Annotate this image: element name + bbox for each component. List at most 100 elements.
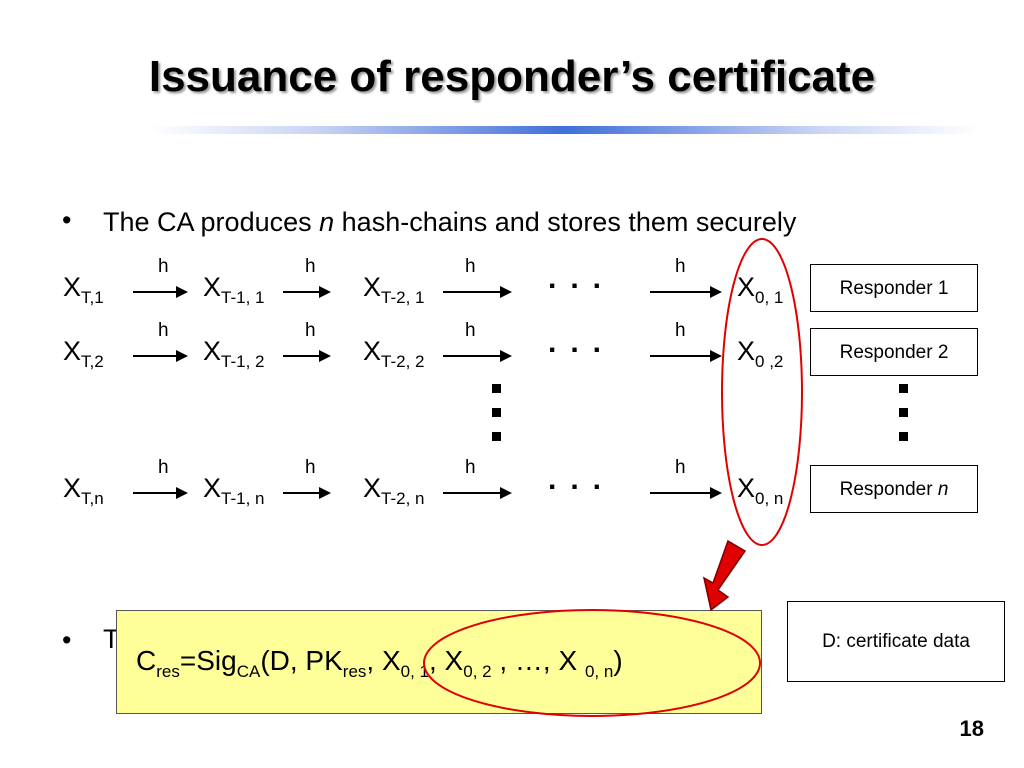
bullet-text-n: n	[319, 207, 335, 237]
formula-x: , …, X	[491, 645, 585, 676]
highlight-ellipse-x0-column	[721, 238, 803, 546]
hash-arrow	[283, 350, 331, 362]
formula-sub: 0, 2	[463, 662, 492, 681]
node-subscript: T-2, n	[381, 489, 425, 508]
hash-label: h	[305, 256, 316, 277]
node-base: X	[203, 336, 222, 366]
vertical-ellipsis-dot	[899, 408, 908, 417]
chain-node-xt1-n: XT-1, n	[203, 473, 264, 509]
title-divider	[150, 126, 980, 134]
responder-label: Responder	[839, 479, 938, 500]
node-base: X	[203, 272, 222, 302]
bullet-text-hash-chains: The CA produces n hash-chains and stores…	[103, 205, 883, 239]
formula-sub: CA	[236, 662, 261, 681]
node-base: X	[737, 473, 756, 503]
chain-node-x0-2: X0 ,2	[737, 336, 783, 372]
node-base: X	[363, 336, 382, 366]
responder-box-2: Responder 2	[810, 328, 978, 376]
hash-label: h	[158, 457, 169, 478]
chain-node-x0-1: X0, 1	[737, 272, 783, 308]
node-base: X	[63, 272, 82, 302]
chain-node-xt-2: XT,2	[63, 336, 104, 372]
node-base: X	[203, 473, 222, 503]
vertical-ellipsis-dot	[492, 384, 501, 393]
chain-ellipsis: ...	[548, 463, 616, 496]
vertical-ellipsis-dot	[492, 432, 501, 441]
node-subscript: T,2	[81, 352, 104, 371]
hash-arrow	[133, 487, 188, 499]
vertical-ellipsis-dot	[492, 408, 501, 417]
hash-arrow	[650, 487, 722, 499]
chain-node-xt2-1: XT-2, 1	[363, 272, 424, 308]
hash-label: h	[158, 256, 169, 277]
formula-x: , X	[429, 645, 464, 676]
node-subscript: T-1, n	[221, 489, 265, 508]
responder-n: n	[937, 479, 949, 500]
bullet-marker: •	[62, 625, 72, 655]
page-number: 18	[959, 716, 984, 741]
hash-label: h	[675, 457, 686, 478]
bullet-marker: •	[62, 205, 72, 235]
bullet-text-second: T	[103, 624, 120, 654]
node-subscript: 0, 1	[755, 288, 784, 307]
hash-label: h	[675, 256, 686, 277]
chain-node-xt2-2: XT-2, 2	[363, 336, 424, 372]
formula-args: (D, PK	[260, 645, 343, 676]
hash-label: h	[158, 320, 169, 341]
node-base: X	[363, 272, 382, 302]
hash-label: h	[305, 320, 316, 341]
pointer-arrow	[702, 539, 747, 612]
chain-node-x0-n: X0, n	[737, 473, 783, 509]
chain-ellipsis: ...	[548, 262, 616, 295]
node-base: X	[737, 272, 756, 302]
node-subscript: 0 ,2	[755, 352, 784, 371]
formula-sig: =Sig	[179, 645, 237, 676]
bullet-text-suffix: hash-chains and stores them securely	[334, 207, 797, 237]
formula-x: , X	[366, 645, 401, 676]
node-base: X	[63, 473, 82, 503]
certificate-formula-box	[116, 610, 762, 714]
hash-label: h	[465, 320, 476, 341]
hash-arrow	[443, 350, 512, 362]
vertical-ellipsis-dot	[899, 432, 908, 441]
node-subscript: T-2, 2	[381, 352, 425, 371]
chain-node-xt2-n: XT-2, n	[363, 473, 424, 509]
certificate-formula: Cres=SigCA(D, PKres, X0, 1, X0, 2 , …, X…	[136, 645, 623, 682]
node-base: X	[63, 336, 82, 366]
chain-node-xt-n: XT,n	[63, 473, 104, 509]
chain-node-xt1-2: XT-1, 2	[203, 336, 264, 372]
hash-label: h	[465, 457, 476, 478]
hash-label: h	[675, 320, 686, 341]
hash-arrow	[283, 487, 331, 499]
hash-arrow	[133, 286, 188, 298]
node-base: X	[737, 336, 756, 366]
node-base: X	[363, 473, 382, 503]
chain-node-xt-1: XT,1	[63, 272, 104, 308]
hash-arrow	[443, 487, 512, 499]
hash-arrow	[650, 286, 722, 298]
responder-box-1: Responder 1	[810, 264, 978, 312]
formula-sub: res	[342, 662, 367, 681]
hash-arrow	[283, 286, 331, 298]
formula-sub: 0, 1	[400, 662, 429, 681]
chain-ellipsis: ...	[548, 326, 616, 359]
responder-box-n: Responder n	[810, 465, 978, 513]
highlight-ellipse-formula	[423, 609, 761, 717]
hash-label: h	[465, 256, 476, 277]
node-subscript: T-1, 1	[221, 288, 265, 307]
formula-c: C	[136, 645, 157, 676]
node-subscript: T,n	[81, 489, 104, 508]
bullet-text-prefix: The CA produces	[103, 207, 320, 237]
hash-arrow	[133, 350, 188, 362]
hash-arrow	[443, 286, 512, 298]
node-subscript: T-1, 2	[221, 352, 265, 371]
hash-arrow	[650, 350, 722, 362]
certificate-data-note: D: certificate data	[787, 601, 1005, 682]
node-subscript: 0, n	[755, 489, 784, 508]
node-subscript: T-2, 1	[381, 288, 425, 307]
slide-title: Issuance of responder’s certificate	[148, 52, 876, 101]
formula-sub: 0, n	[584, 662, 614, 681]
hash-label: h	[305, 457, 316, 478]
chain-node-xt1-1: XT-1, 1	[203, 272, 264, 308]
